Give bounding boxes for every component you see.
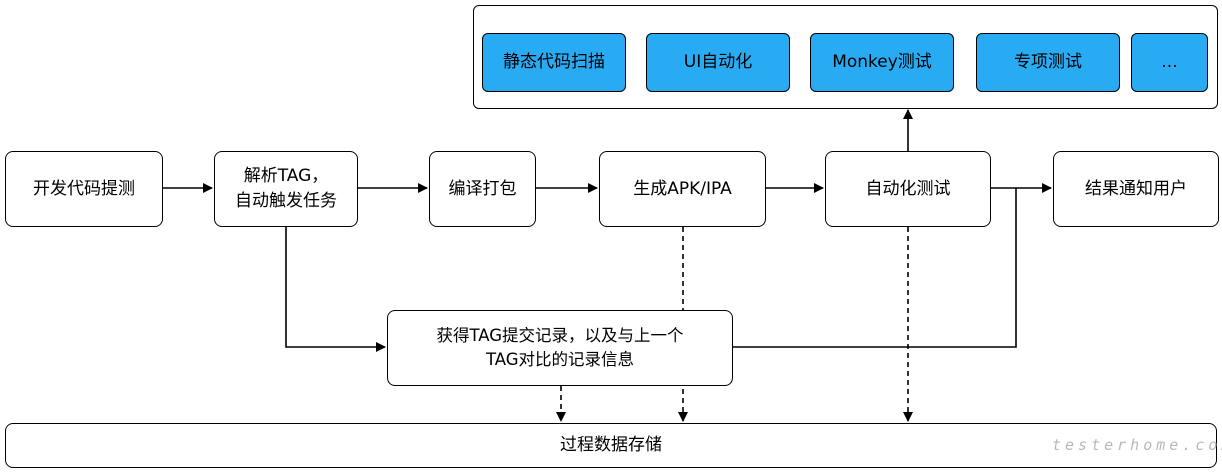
- arrow-parse-to-records: [285, 227, 386, 352]
- node-generate-package: 生成APK/IPA: [599, 151, 766, 227]
- test-type-ui-automation: UI自动化: [646, 33, 790, 92]
- test-type-static-scan: 静态代码扫描: [482, 33, 626, 92]
- node-label: 结果通知用户: [1085, 178, 1187, 199]
- node-notify-user: 结果通知用户: [1053, 151, 1219, 227]
- node-commit: 开发代码提测: [5, 151, 163, 227]
- test-type-label: Monkey测试: [832, 52, 932, 73]
- node-data-storage: 过程数据存储: [5, 423, 1217, 468]
- node-auto-test: 自动化测试: [825, 151, 991, 227]
- node-label: 获得TAG提交记录，以及与上一个 TAG对比的记录信息: [436, 326, 684, 369]
- test-type-label: UI自动化: [683, 52, 753, 73]
- test-type-special: 专项测试: [976, 33, 1120, 92]
- test-type-label: ...: [1161, 52, 1178, 73]
- node-label: 开发代码提测: [33, 178, 135, 199]
- node-label: 生成APK/IPA: [633, 178, 732, 199]
- test-type-more: ...: [1131, 33, 1208, 92]
- node-label: 编译打包: [448, 178, 517, 199]
- node-label: 自动化测试: [865, 178, 951, 199]
- node-build: 编译打包: [429, 151, 536, 227]
- test-type-label: 静态代码扫描: [503, 52, 605, 73]
- watermark: testerhome.com: [1052, 436, 1222, 454]
- test-type-label: 专项测试: [1014, 52, 1082, 73]
- line-records-to-notify: [733, 188, 1017, 348]
- node-label: 解析TAG， 自动触发任务: [235, 166, 337, 211]
- node-label: 过程数据存储: [560, 435, 662, 456]
- node-parse-tag: 解析TAG， 自动触发任务: [214, 151, 358, 227]
- node-tag-records: 获得TAG提交记录，以及与上一个 TAG对比的记录信息: [387, 310, 733, 386]
- test-type-monkey: Monkey测试: [810, 33, 954, 92]
